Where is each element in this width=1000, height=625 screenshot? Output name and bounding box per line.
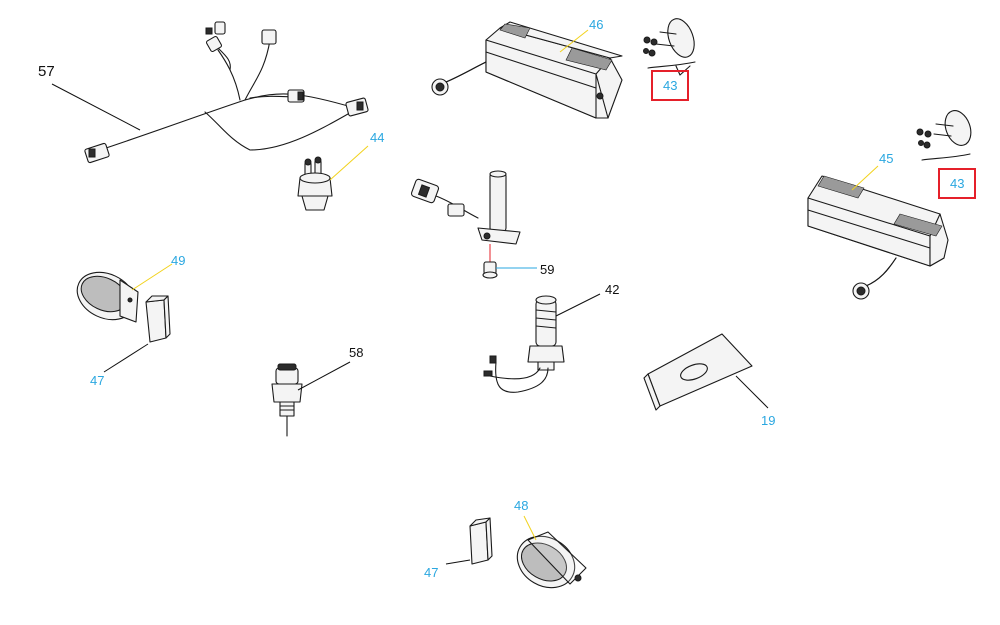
callout-58[interactable]: 58 <box>349 345 364 360</box>
callout-44[interactable]: 44 <box>370 130 385 145</box>
callout-57[interactable]: 57 <box>38 63 55 80</box>
lamp-bulb-47-left <box>103 295 171 373</box>
wiring-harness-57 <box>51 21 369 164</box>
callout-59[interactable]: 59 <box>540 262 555 277</box>
callout-43-right[interactable]: 43 <box>938 168 977 199</box>
speed-sensor-assembly <box>410 170 537 279</box>
callout-47-left[interactable]: 47 <box>90 373 105 388</box>
callout-45[interactable]: 45 <box>879 151 894 166</box>
callout-49[interactable]: 49 <box>171 253 186 268</box>
sensor-42 <box>483 293 601 393</box>
callout-43-top[interactable]: 43 <box>651 70 690 101</box>
callout-46[interactable]: 46 <box>589 17 604 32</box>
reflector-43-right <box>916 110 972 161</box>
pressure-sender-58 <box>271 361 351 437</box>
pressure-switch-44 <box>297 145 369 211</box>
callout-47-bottom[interactable]: 47 <box>424 565 439 580</box>
callout-42[interactable]: 42 <box>605 282 620 297</box>
lamp-bulb-47-bottom <box>445 517 493 565</box>
bracket-plate-19 <box>643 333 769 411</box>
side-lamp-45 <box>807 165 949 300</box>
work-lamp-49 <box>76 263 173 323</box>
work-lamp-48 <box>516 515 587 589</box>
callout-48[interactable]: 48 <box>514 498 529 513</box>
side-lamp-46 <box>431 21 623 119</box>
callout-19[interactable]: 19 <box>761 413 776 428</box>
reflector-43-top <box>643 18 696 76</box>
